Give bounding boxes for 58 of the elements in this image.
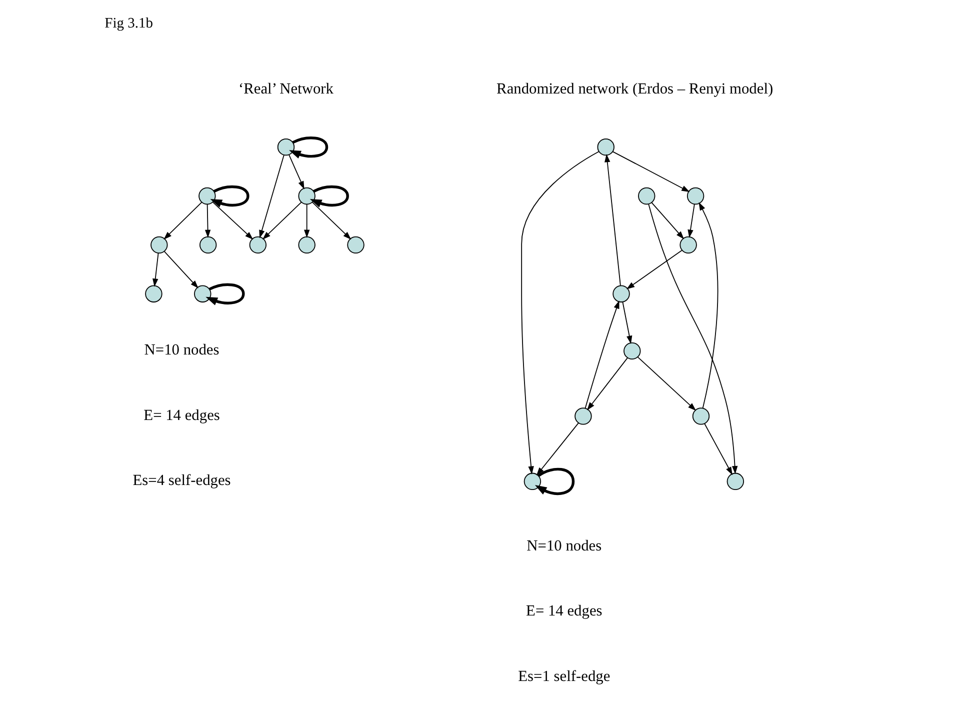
node-circle [686, 187, 704, 205]
label: E= 14 edges [526, 602, 602, 620]
node-circle [249, 236, 267, 254]
arrow [704, 423, 732, 476]
label: Es=4 self-edges [132, 472, 231, 490]
arrow [164, 202, 202, 240]
label: Randomized network (Erdos – Renyi model) [496, 80, 774, 98]
arrow [688, 204, 695, 238]
arrow [604, 154, 621, 286]
arrow [648, 204, 738, 474]
node-circle [524, 472, 542, 490]
label: N=10 nodes [526, 537, 602, 554]
node-circle [194, 285, 212, 302]
arrow [152, 252, 159, 287]
label: E= 14 edges [144, 406, 220, 424]
arrow [584, 300, 620, 409]
diagram-title: Fig 3.1b [104, 15, 153, 32]
arrow [206, 283, 245, 306]
arrow [637, 356, 696, 411]
label: Es=1 self-edge [518, 668, 610, 685]
node-circle [298, 236, 316, 254]
arrow [212, 202, 254, 240]
node-circle [638, 187, 656, 205]
arrow [304, 204, 310, 238]
node-circle [145, 285, 162, 302]
arrow [204, 204, 211, 238]
arrow [622, 302, 632, 344]
arrow [312, 202, 352, 240]
node-circle [612, 285, 630, 302]
node-circle [574, 408, 592, 425]
arrow [698, 202, 718, 408]
node-circle [277, 138, 295, 156]
node-circle [692, 408, 710, 425]
arrow [626, 250, 682, 290]
arrow [210, 185, 250, 208]
arrow [259, 154, 284, 238]
node-circle [624, 342, 641, 360]
arrow [262, 202, 302, 240]
arrow [289, 136, 328, 158]
arrow [288, 154, 304, 190]
node-circle [150, 236, 168, 254]
node-circle [199, 236, 217, 254]
node-circle [347, 236, 364, 254]
node-circle [597, 138, 614, 156]
arrow [612, 151, 690, 192]
arrow [521, 151, 600, 474]
arrow [534, 468, 575, 495]
label: ‘Real’ Network [238, 80, 334, 98]
arrow [536, 422, 579, 476]
node-circle [680, 236, 697, 254]
arrow [164, 251, 198, 288]
node-circle [298, 187, 316, 205]
node-circle [726, 472, 744, 490]
arrow [586, 357, 628, 410]
arrow [651, 202, 684, 240]
arrow [310, 185, 349, 208]
label: N=10 nodes [144, 342, 220, 359]
node-circle [198, 187, 216, 205]
